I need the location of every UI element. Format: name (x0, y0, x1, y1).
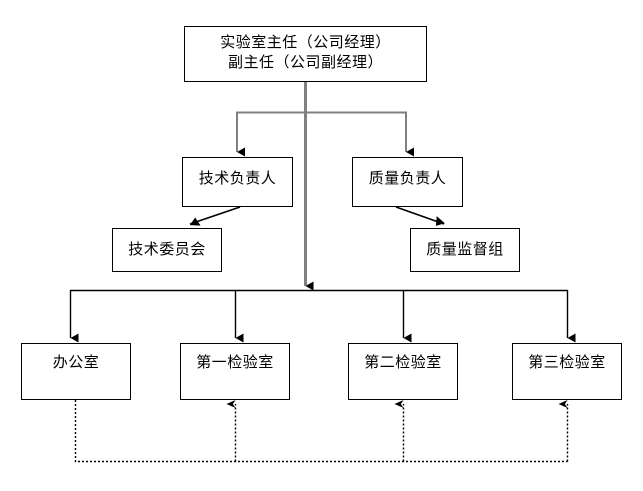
node-department-lab-2[interactable]: 第二检验室 (348, 343, 458, 400)
node-label-director-line2: 副主任（公司副经理） (227, 53, 383, 71)
node-label-department-lab-3: 第三检验室 (528, 353, 606, 371)
node-label-quality-lead: 质量负责人 (368, 169, 447, 187)
node-label-technical-lead: 技术负责人 (198, 169, 277, 187)
connector-quality-to-supervision (395, 206, 445, 226)
node-label-department-lab-2: 第二检验室 (364, 353, 442, 371)
connector-office-feedback (74, 400, 569, 463)
node-department-lab-3[interactable]: 第三检验室 (512, 343, 622, 400)
node-technical-committee[interactable]: 技术委员会 (112, 228, 222, 272)
connector-tech-to-committee (189, 206, 241, 226)
node-label-technical-committee: 技术委员会 (128, 240, 206, 258)
node-quality-lead[interactable]: 质量负责人 (352, 157, 463, 207)
node-label-department-office: 办公室 (52, 353, 100, 371)
connector-department-bus (69, 289, 576, 343)
node-label-director-line1: 实验室主任（公司经理） (220, 33, 391, 51)
node-laboratory-director[interactable]: 实验室主任（公司经理） 副主任（公司副经理） (184, 26, 427, 82)
node-department-office[interactable]: 办公室 (21, 343, 131, 400)
node-label-department-lab-1: 第一检验室 (196, 353, 274, 371)
node-quality-supervision-group[interactable]: 质量监督组 (410, 228, 520, 272)
node-technical-lead[interactable]: 技术负责人 (182, 157, 293, 207)
node-department-lab-1[interactable]: 第一检验室 (180, 343, 290, 400)
node-label-quality-supervision-group: 质量监督组 (426, 240, 504, 258)
connector-level2-split (236, 111, 414, 157)
